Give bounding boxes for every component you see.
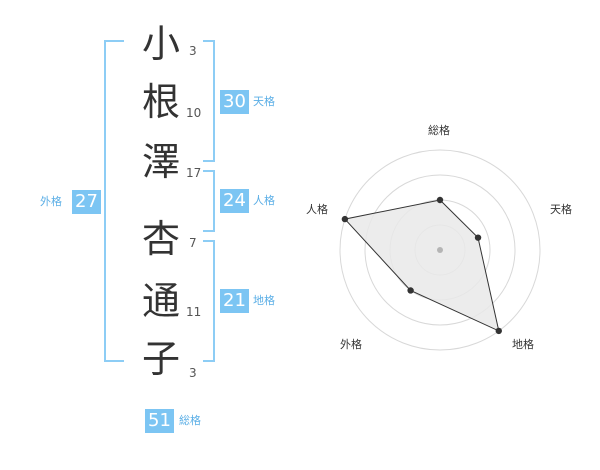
soukaku-label: 総格 — [179, 414, 201, 427]
radar-point-4 — [407, 287, 414, 294]
radar-polygon — [343, 199, 500, 332]
stroke-count-6: 3 — [189, 366, 197, 380]
chikaku-label: 地格 — [253, 294, 275, 307]
stroke-count-3: 17 — [186, 166, 202, 180]
radar-point-1 — [436, 196, 444, 204]
jinkaku-bracket — [203, 170, 215, 232]
name-char-4: 杏 — [141, 217, 180, 261]
soukaku-value: 51 — [145, 409, 174, 433]
radar-label-gaikaku: 外格 — [340, 338, 362, 351]
stroke-count-2: 10 — [186, 106, 202, 120]
radar-ring-4 — [339, 149, 541, 351]
jinkaku-value: 24 — [220, 189, 249, 213]
tenkaku-label: 天格 — [253, 95, 275, 108]
stroke-count-1: 3 — [189, 44, 197, 58]
stroke-count-4: 7 — [189, 236, 197, 250]
gaikaku-label: 外格 — [40, 195, 62, 208]
stroke-count-5: 11 — [186, 305, 202, 319]
tenkaku-bracket — [203, 40, 215, 162]
name-char-2: 根 — [141, 80, 180, 124]
radar-point-2 — [474, 234, 482, 241]
chikaku-bracket — [203, 240, 215, 362]
radar-point-3 — [495, 327, 502, 335]
radar-ring-3 — [364, 174, 516, 326]
radar-label-soukaku: 総格 — [428, 124, 450, 137]
name-char-1: 小 — [141, 22, 180, 66]
radar-point-5 — [341, 215, 349, 223]
radar-label-chikaku: 地格 — [512, 338, 534, 351]
tenkaku-value: 30 — [220, 90, 249, 114]
radar-center — [437, 247, 443, 253]
gaikaku-value: 27 — [72, 190, 101, 214]
radar-label-tenkaku: 天格 — [550, 203, 572, 216]
radar-label-jinkaku: 人格 — [306, 203, 328, 216]
jinkaku-label: 人格 — [253, 194, 275, 207]
chikaku-value: 21 — [220, 289, 249, 313]
name-char-5: 通 — [141, 279, 180, 323]
name-char-6: 子 — [141, 337, 180, 381]
name-char-3: 澤 — [141, 140, 180, 184]
gaikaku-bracket — [104, 40, 124, 362]
